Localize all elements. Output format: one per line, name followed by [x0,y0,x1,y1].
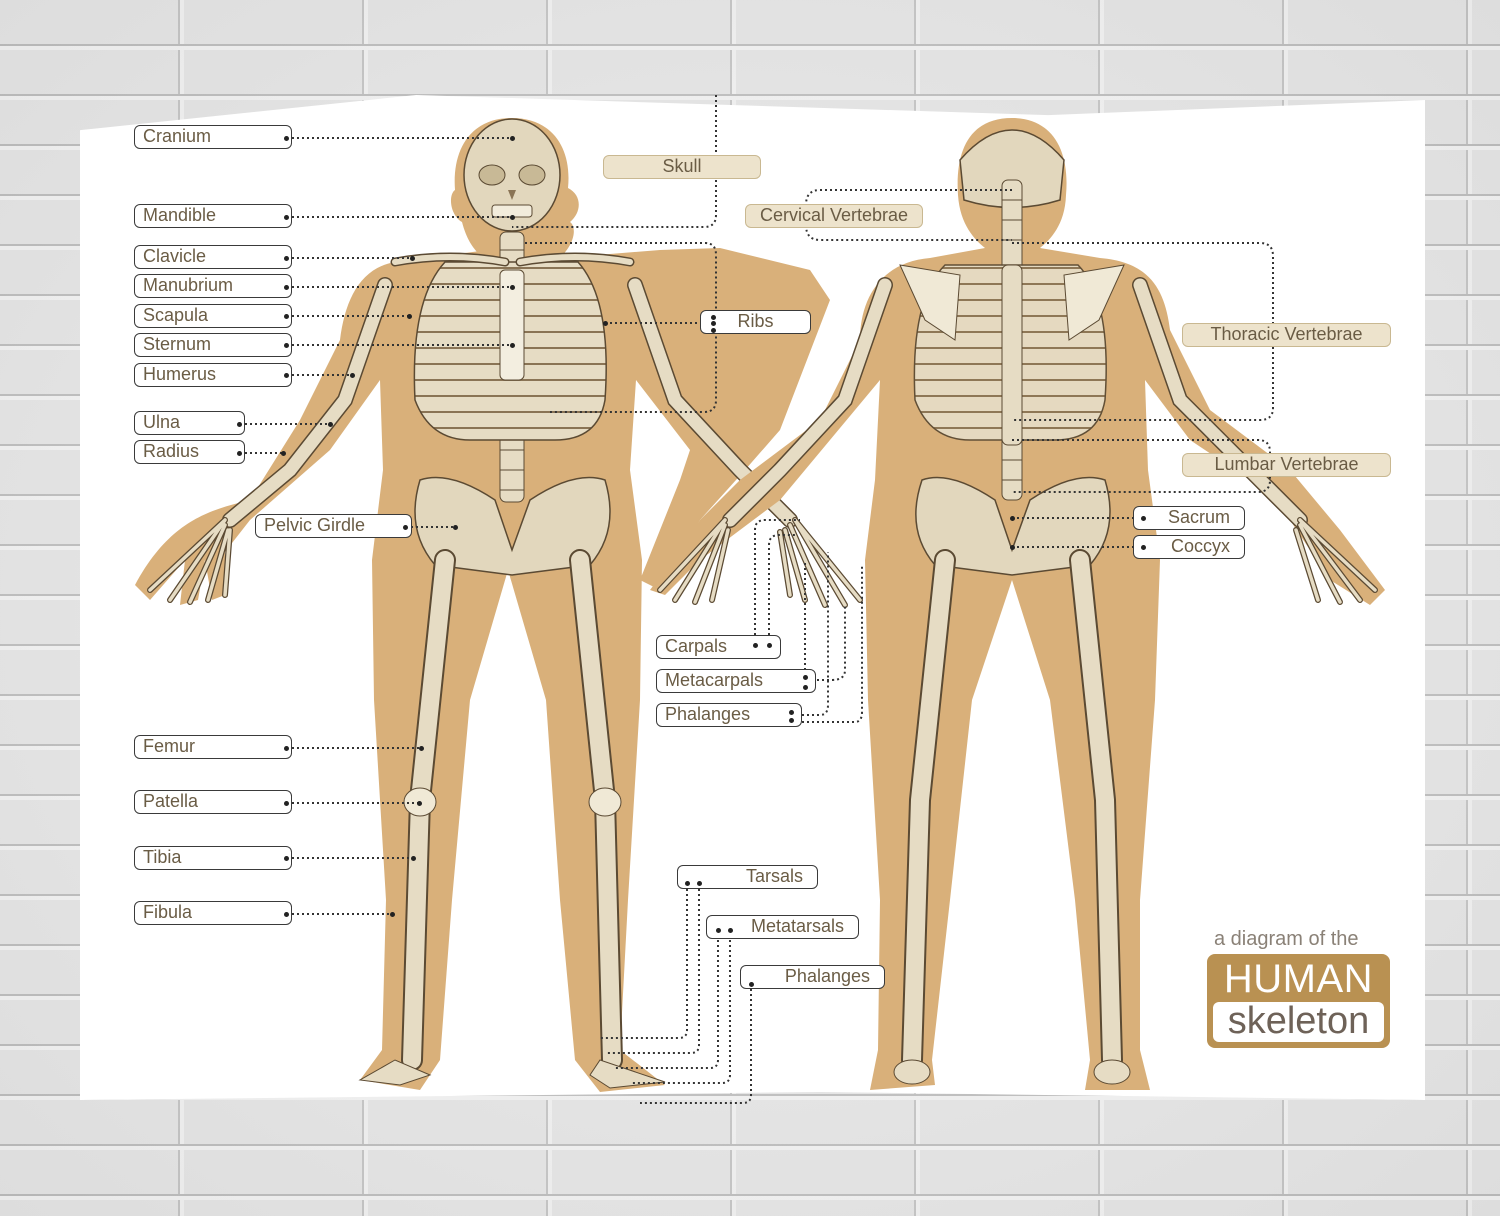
label-cranium: Cranium [134,125,292,149]
title-badge: HUMAN skeleton [1207,954,1390,1048]
label-sacrum: Sacrum [1133,506,1245,530]
label-text: Phalanges [665,704,751,724]
label-patella: Patella [134,790,292,814]
label-text: Humerus [143,364,217,384]
label-radius: Radius [134,440,245,464]
label-text: Patella [143,791,199,811]
label-text: Metacarpals [665,670,764,690]
title-sub: skeleton [1213,1002,1384,1042]
label-text: Carpals [665,636,728,656]
label-tibia: Tibia [134,846,292,870]
label-carpals: Carpals [656,635,781,659]
label-thoracic-vertebrae: Thoracic Vertebrae [1182,323,1391,347]
label-mandible: Mandible [134,204,292,228]
label-text: Mandible [143,205,217,225]
label-clavicle: Clavicle [134,245,292,269]
title-subheading: a diagram of the [1214,928,1359,950]
label-text: Ribs [737,311,774,331]
label-text: Tibia [143,847,182,867]
label-text: Phalanges [784,966,870,986]
label-text: Pelvic Girdle [264,515,366,535]
label-fibula: Fibula [134,901,292,925]
title-main: HUMAN [1223,957,1374,1001]
label-ribs: Ribs [700,310,811,334]
label-scapula: Scapula [134,304,292,328]
label-lumbar-vertebrae: Lumbar Vertebrae [1182,453,1391,477]
label-manubrium: Manubrium [134,274,292,298]
label-skull: Skull [603,155,761,179]
label-text: Fibula [143,902,193,922]
label-foot-phalanges: Phalanges [740,965,885,989]
label-text: Clavicle [143,246,207,266]
label-pelvic-girdle: Pelvic Girdle [255,514,412,538]
label-text: Radius [143,441,200,461]
label-metatarsals: Metatarsals [706,915,859,939]
back-figure [650,118,1385,1090]
label-text: Femur [143,736,196,756]
label-text: Lumbar Vertebrae [1214,454,1359,474]
label-text: Cervical Vertebrae [759,205,909,225]
label-cervical-vertebrae: Cervical Vertebrae [745,204,923,228]
label-text: Thoracic Vertebrae [1210,324,1363,344]
label-hand-phalanges: Phalanges [656,703,802,727]
label-coccyx: Coccyx [1133,535,1245,559]
label-text: Metatarsals [750,916,844,936]
label-femur: Femur [134,735,292,759]
label-sternum: Sternum [134,333,292,357]
label-text: Scapula [143,305,209,325]
label-text: Sternum [143,334,212,354]
front-figure [135,118,863,1092]
label-text: Tarsals [745,866,803,886]
label-text: Manubrium [143,275,234,295]
label-ulna: Ulna [134,411,245,435]
label-humerus: Humerus [134,363,292,387]
label-text: Skull [662,156,702,176]
label-text: Ulna [143,412,181,432]
label-metacarpals: Metacarpals [656,669,816,693]
label-text: Sacrum [1167,507,1230,527]
label-text: Coccyx [1170,536,1230,556]
label-text: Cranium [143,126,212,146]
